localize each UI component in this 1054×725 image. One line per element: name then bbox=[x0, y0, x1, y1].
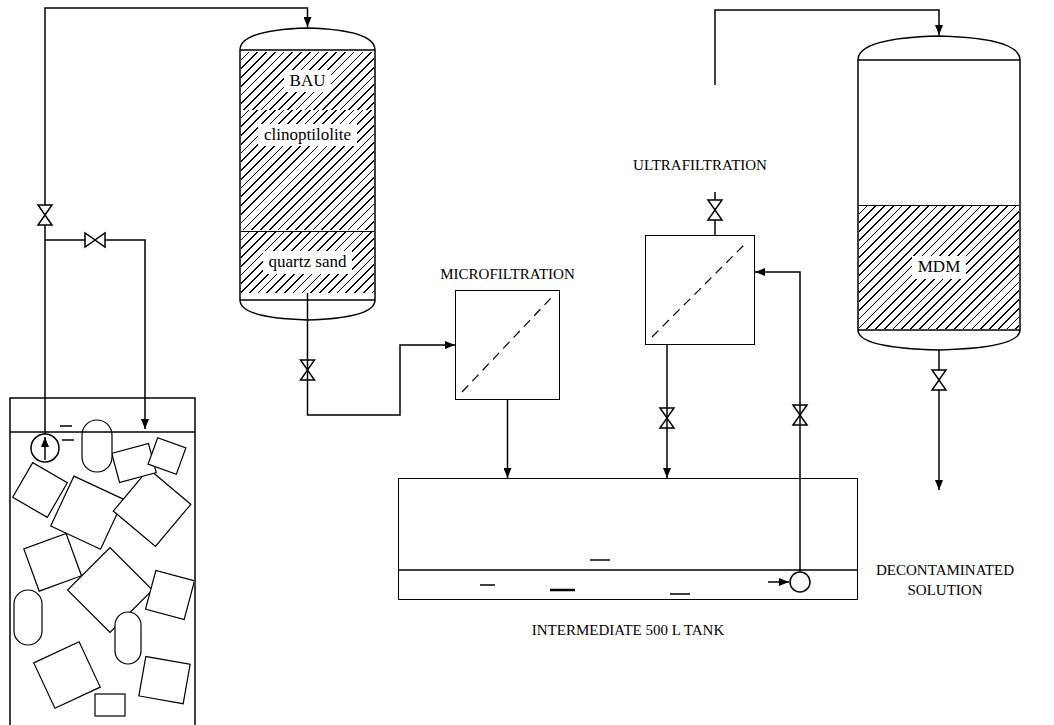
suction-pipe bbox=[799, 478, 801, 572]
membrane-symbol bbox=[456, 291, 559, 399]
valve-symbol bbox=[708, 200, 722, 220]
outlet-label: DECONTAMINATED SOLUTION bbox=[855, 560, 1035, 601]
text-group: INTERMEDIATE 500 L TANK bbox=[532, 621, 725, 639]
valve-symbol bbox=[85, 233, 105, 247]
pipe-connector bbox=[308, 293, 456, 415]
rock bbox=[146, 571, 194, 620]
rock bbox=[148, 438, 186, 475]
column-seam bbox=[858, 59, 1020, 61]
column-seam bbox=[858, 329, 1020, 331]
filter-layer: quartz sand bbox=[241, 231, 374, 293]
membrane-module: ULTRAFILTRATION bbox=[645, 235, 755, 345]
sorbent-column bbox=[858, 36, 1020, 350]
filter-column bbox=[240, 28, 375, 320]
layer-label: BAU bbox=[284, 70, 332, 92]
pump-symbol bbox=[790, 572, 810, 592]
water-level bbox=[10, 431, 195, 433]
unit-label: ULTRAFILTRATION bbox=[633, 156, 767, 174]
membrane-line bbox=[652, 242, 747, 337]
text-group: quartz sand bbox=[263, 251, 353, 273]
unit-label: INTERMEDIATE 500 L TANK bbox=[532, 621, 725, 639]
rock bbox=[34, 642, 100, 708]
return-pipe bbox=[45, 240, 145, 429]
rock bbox=[139, 656, 190, 703]
storage-tank: INTERMEDIATE 500 L TANK bbox=[398, 478, 858, 600]
column-seam bbox=[240, 49, 375, 51]
rock bbox=[95, 694, 125, 716]
water-mark bbox=[60, 425, 72, 427]
text-group: MICROFILTRATION bbox=[440, 265, 574, 283]
membrane-module: MICROFILTRATION bbox=[455, 290, 560, 400]
valve-symbol bbox=[932, 370, 946, 390]
membrane-symbol bbox=[646, 236, 754, 344]
filter-layer: BAU bbox=[241, 52, 374, 110]
water-mark bbox=[550, 589, 575, 592]
text-group: BAU bbox=[284, 70, 332, 92]
water-mark bbox=[670, 593, 690, 595]
unit-label: MICROFILTRATION bbox=[440, 265, 574, 283]
pipe-connector bbox=[755, 272, 800, 478]
layer-label: MDM bbox=[912, 256, 967, 278]
water-mark bbox=[62, 439, 74, 441]
pipe-connector bbox=[507, 400, 509, 478]
valve-symbol bbox=[38, 205, 52, 225]
flow-arrow bbox=[768, 581, 789, 583]
text-group: ULTRAFILTRATION bbox=[633, 156, 767, 174]
layer-label: quartz sand bbox=[263, 251, 353, 273]
pump-symbol bbox=[31, 434, 59, 462]
text-group: MDM bbox=[912, 256, 967, 278]
layer-label: clinoptilolite bbox=[258, 124, 357, 146]
water-mark bbox=[480, 584, 495, 586]
water-mark bbox=[590, 559, 610, 561]
text-group: clinoptilolite bbox=[258, 124, 357, 146]
water-level bbox=[398, 569, 858, 571]
rock bbox=[14, 590, 42, 645]
filter-layer: MDM bbox=[859, 205, 1019, 329]
source-tank bbox=[10, 398, 195, 725]
membrane-line bbox=[462, 297, 552, 392]
rock bbox=[115, 612, 141, 664]
rock bbox=[24, 533, 82, 591]
rock bbox=[82, 420, 112, 472]
filter-layer: clinoptilolite bbox=[241, 110, 374, 230]
pipe-connector bbox=[666, 345, 668, 478]
pump-arrow bbox=[44, 437, 46, 460]
